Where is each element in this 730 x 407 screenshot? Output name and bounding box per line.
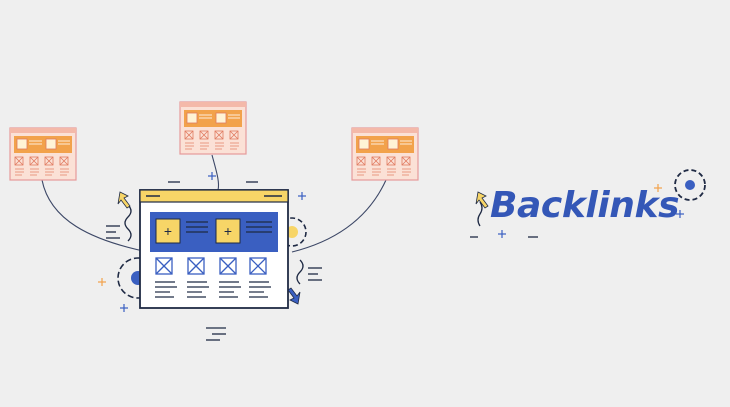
sparkle-marks [120,172,684,312]
svg-text:+: + [224,223,232,239]
gear-icon [674,169,706,201]
decorative-marks [106,181,538,341]
linked-page-icon [9,127,77,181]
linked-page-icon [351,127,419,181]
connector-lines [41,154,387,253]
website-wireframe-icon: + + [139,189,289,309]
linked-page-icon [179,101,247,155]
svg-text:+: + [164,223,172,239]
cursor-arrow-icon [117,191,489,305]
backlinks-title: Backlinks [490,185,680,226]
